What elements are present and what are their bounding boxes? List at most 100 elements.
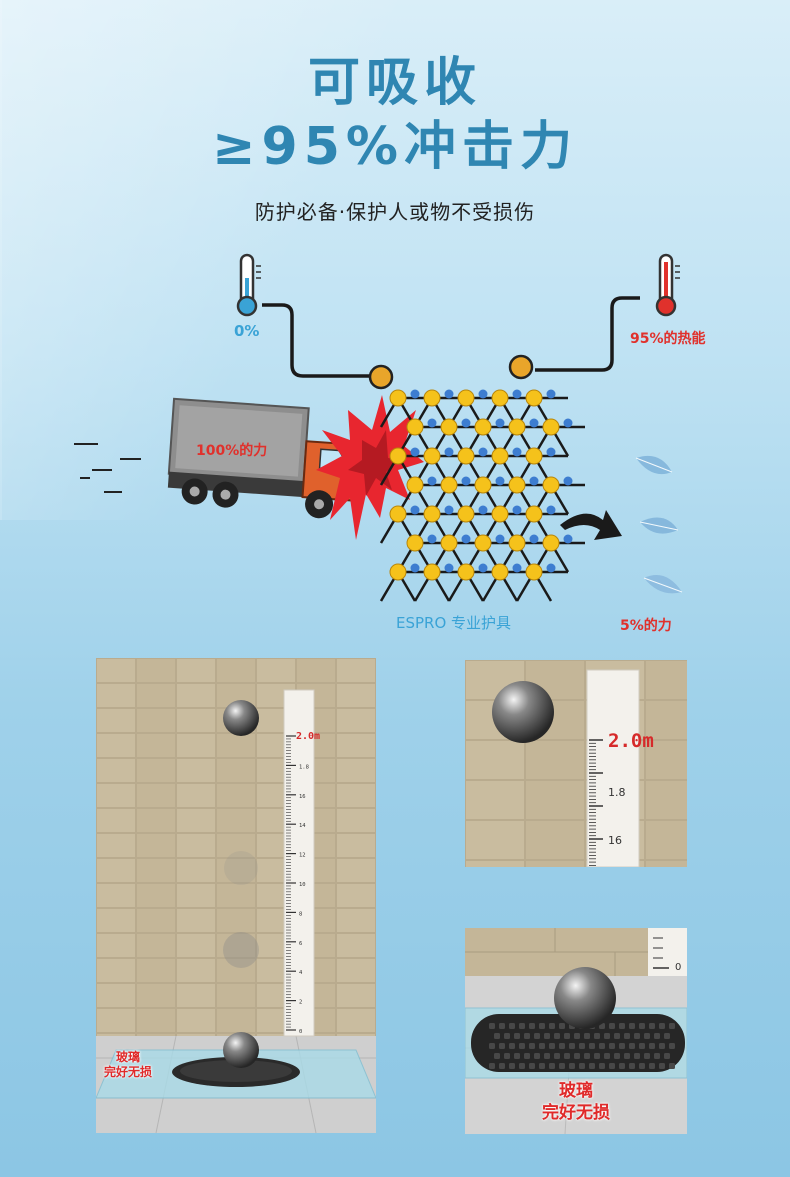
lattice-node-blue <box>495 476 505 486</box>
pad-honeycomb <box>489 1023 675 1069</box>
ball-ghost <box>223 932 259 968</box>
ruler-label: 6 <box>299 941 302 947</box>
lattice-node-blue <box>546 447 556 457</box>
lattice-node-blue <box>410 389 420 399</box>
lattice-node-yellow <box>525 563 543 581</box>
ruler-label: 8 <box>299 911 302 917</box>
lattice-node-yellow <box>389 389 407 407</box>
cold-thermometer-icon <box>236 253 261 317</box>
headline-line1: 可吸收 <box>307 53 482 113</box>
cold-label: 0% <box>234 322 260 340</box>
lattice-node-blue <box>478 563 488 573</box>
lattice-node-blue <box>461 534 471 544</box>
hot-wire <box>535 296 640 372</box>
ruler-label: 2 <box>299 1000 302 1006</box>
ruler-label: 16 <box>299 794 306 800</box>
lattice-node-yellow <box>389 563 407 581</box>
zoom-ruler-ticks <box>589 739 603 866</box>
lattice-node-yellow <box>389 505 407 523</box>
lattice-node-yellow <box>457 389 475 407</box>
lattice-node-yellow <box>474 534 492 552</box>
lattice-node-yellow <box>406 476 424 494</box>
lattice-node-blue <box>461 476 471 486</box>
feather-icon <box>639 517 679 534</box>
ruler-label: 0 <box>299 1029 302 1035</box>
glass-intact-text: 玻璃 完好无损 <box>103 1050 152 1079</box>
ball-impact <box>223 1032 259 1068</box>
lattice-node-blue <box>529 418 539 428</box>
cold-connector <box>368 364 394 390</box>
lattice-node-yellow <box>525 505 543 523</box>
dispersion-arrow <box>560 510 622 540</box>
subtitle: 防护必备·保护人或物不受损伤 <box>254 200 536 224</box>
lattice-node-blue <box>478 505 488 515</box>
lattice-node-blue <box>563 418 573 428</box>
lattice-node-blue <box>478 447 488 457</box>
lattice-node-blue <box>495 534 505 544</box>
lattice-node-blue <box>546 505 556 515</box>
lattice-node-blue <box>512 505 522 515</box>
lattice-node-yellow <box>542 418 560 436</box>
lattice-node-yellow <box>491 389 509 407</box>
lattice-node-yellow <box>423 447 441 465</box>
lattice-node-blue <box>512 447 522 457</box>
lattice-node-yellow <box>474 418 492 436</box>
ruler-label: 12 <box>299 853 306 859</box>
lattice-node-blue <box>410 505 420 515</box>
lattice-node-blue <box>563 476 573 486</box>
lattice-node-blue <box>461 418 471 428</box>
lattice-node-blue <box>427 476 437 486</box>
hot-label: 95%的热能 <box>630 331 706 347</box>
ball-zoom <box>492 681 554 743</box>
ball-ghost <box>224 851 258 885</box>
zoom-mark-top: 2.0m <box>608 730 654 752</box>
lattice-node-yellow <box>440 418 458 436</box>
ruler-label: 10 <box>299 882 306 888</box>
lattice-node-yellow <box>423 505 441 523</box>
lattice-node-blue <box>478 389 488 399</box>
lattice-node-blue <box>529 476 539 486</box>
lattice-node-yellow <box>457 505 475 523</box>
lattice-node-yellow <box>406 534 424 552</box>
lattice-node-blue <box>512 389 522 399</box>
lattice-node-yellow <box>457 563 475 581</box>
lattice-node-blue <box>495 418 505 428</box>
lattice-node-blue <box>444 389 454 399</box>
lattice-node-blue <box>563 534 573 544</box>
feather-icon <box>635 455 673 475</box>
headline-line2: ≥95%冲击力 <box>211 117 579 177</box>
lattice-node-blue <box>546 563 556 573</box>
zoom-mark-mid: 1.8 <box>608 786 626 799</box>
lattice-node-yellow <box>389 447 407 465</box>
ball-zoom-impact <box>554 967 616 1029</box>
lattice-node-blue <box>410 563 420 573</box>
zoom-mark-low: 16 <box>608 834 622 847</box>
material-lattice <box>379 389 585 602</box>
zoom-bottom-scene <box>465 928 687 1134</box>
lattice-node-yellow <box>525 389 543 407</box>
lattice-node-yellow <box>508 476 526 494</box>
lattice-node-blue <box>444 447 454 457</box>
lattice-node-yellow <box>423 563 441 581</box>
lattice-node-yellow <box>406 418 424 436</box>
impact-burst-core <box>348 430 400 496</box>
lattice-node-yellow <box>491 505 509 523</box>
ruler-label: 1.8 <box>299 764 309 770</box>
lattice-node-yellow <box>508 534 526 552</box>
hot-thermometer-icon <box>655 253 680 317</box>
feather-icon <box>643 575 683 594</box>
lattice-node-blue <box>427 534 437 544</box>
lattice-node-blue <box>427 418 437 428</box>
impact-diagram <box>74 253 683 602</box>
zoom-top-panel: 2.0m 1.8 16 <box>465 660 687 867</box>
ruler-label: 4 <box>299 970 303 976</box>
truck-force-label: 100%的力 <box>196 443 268 459</box>
lattice-node-yellow <box>474 476 492 494</box>
lattice-node-yellow <box>491 447 509 465</box>
ball-top <box>223 700 259 736</box>
lattice-node-blue <box>444 505 454 515</box>
lattice-node-blue <box>444 563 454 573</box>
